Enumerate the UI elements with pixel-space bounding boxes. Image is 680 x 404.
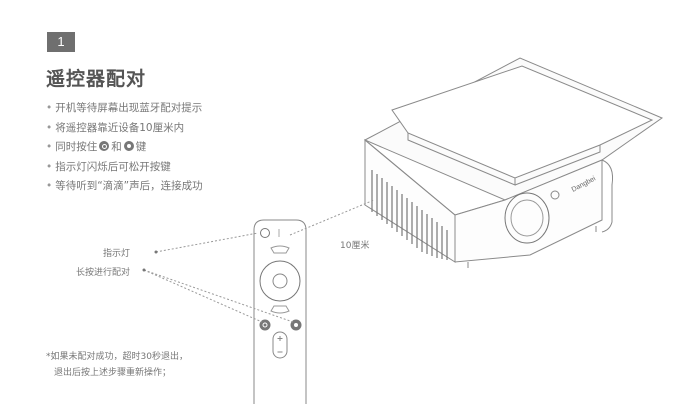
- step-number-badge: 1: [47, 32, 75, 52]
- list-item: •同时按住 和 键: [46, 138, 203, 158]
- callout-dot: [142, 268, 146, 272]
- footnote: *如果未配对成功，超时30秒退出， 退出后按上述步骤重新操作；: [46, 349, 188, 381]
- callout-dot: [154, 250, 158, 254]
- page-title: 遥控器配对: [46, 68, 147, 90]
- step-text: 将遥控器靠近设备10厘米内: [55, 121, 185, 134]
- power-icon: [260, 228, 270, 238]
- long-press-label: 长按进行配对: [76, 268, 131, 278]
- indicator-label: 指示灯: [103, 249, 131, 259]
- list-item: •开机等待屏幕出现蓝牙配对提示: [46, 99, 203, 119]
- step-text: 开机等待屏幕出现蓝牙配对提示: [55, 102, 203, 114]
- step-text: 键: [135, 141, 147, 153]
- list-item: •等待听到“滴滴”声后，连接成功: [46, 177, 203, 197]
- step-text: 等待听到“滴滴”声后，连接成功: [55, 180, 203, 192]
- list-item: •指示灯闪烁后可松开按键: [46, 158, 203, 178]
- home-ring-icon: [259, 319, 271, 331]
- home-ring-icon: [99, 141, 110, 151]
- callout-lines: [143, 199, 375, 323]
- footnote-line: *如果未配对成功，超时30秒退出，: [46, 352, 188, 362]
- list-item: •将遥控器靠近设备10厘米内: [46, 119, 203, 139]
- remote-control: [253, 219, 307, 404]
- bullet: •: [46, 121, 53, 134]
- bullet: •: [46, 141, 53, 153]
- instruction-list: •开机等待屏幕出现蓝牙配对提示 •将遥控器靠近设备10厘米内 •同时按住和键 •…: [46, 99, 203, 197]
- step-text: 同时按住: [55, 141, 98, 153]
- menu-dot-icon: [123, 141, 134, 151]
- bullet: •: [46, 102, 53, 114]
- bullet: •: [46, 180, 53, 192]
- footnote-line: 退出后按上述步骤重新操作；: [54, 368, 172, 378]
- step-text: 和: [111, 141, 122, 153]
- step-text: 指示灯闪烁后可松开按键: [55, 160, 171, 173]
- distance-label: 10厘米: [340, 241, 370, 251]
- bullet: •: [46, 160, 53, 173]
- projector-illustration: [363, 57, 664, 268]
